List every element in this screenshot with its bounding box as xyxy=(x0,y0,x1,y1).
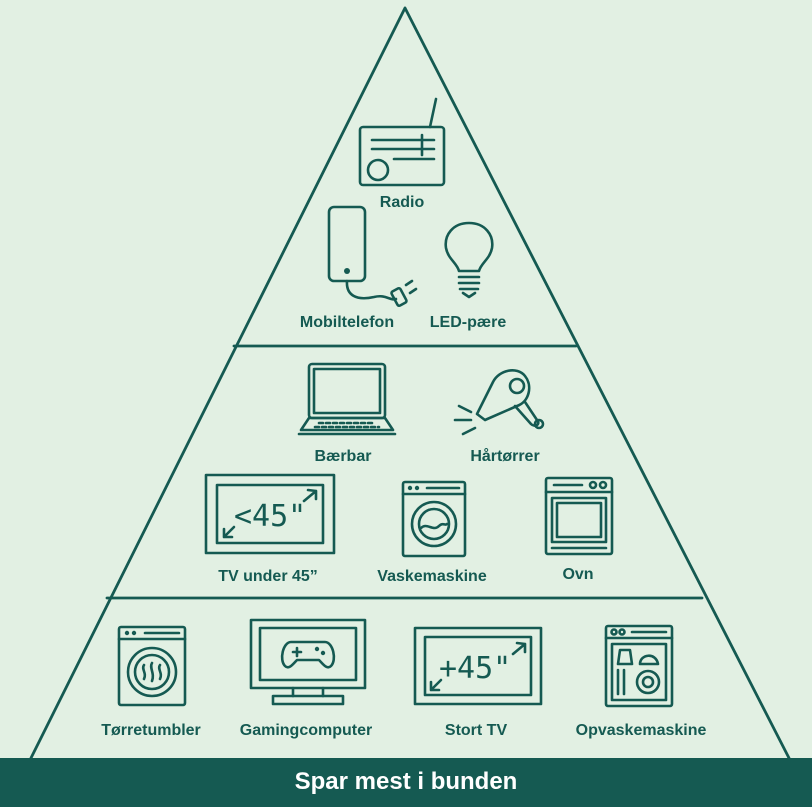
washing-machine-icon xyxy=(401,480,467,558)
bottom-banner: Spar mest i bunden xyxy=(0,758,812,807)
smartphone-charger-icon xyxy=(326,205,418,311)
item-label-tv-under-45: TV under 45” xyxy=(218,568,318,585)
laptop-icon xyxy=(297,360,397,444)
oven-icon xyxy=(544,476,614,556)
led-bulb-icon xyxy=(441,219,497,299)
item-label-mobiltelefon: Mobiltelefon xyxy=(299,314,395,331)
small-tv-icon: <45" xyxy=(204,473,336,555)
item-label-baerbar: Bærbar xyxy=(314,448,372,465)
item-label-gamingcomputer: Gamingcomputer xyxy=(239,722,373,739)
item-label-toerretumbler: Tørretumbler xyxy=(101,722,201,739)
item-label-radio: Radio xyxy=(379,194,425,211)
item-label-opvaskemaskine: Opvaskemaskine xyxy=(575,722,707,739)
item-label-vaskemaskine: Vaskemaskine xyxy=(377,568,487,585)
small-tv-screen-text: <45" xyxy=(234,499,306,534)
large-tv-screen-text: +45" xyxy=(439,651,511,686)
item-label-led-paere: LED-pære xyxy=(429,314,507,331)
item-label-ovn: Ovn xyxy=(562,566,594,583)
banner-text: Spar mest i bunden xyxy=(294,768,518,795)
item-label-haartoerrer: Hårtørrer xyxy=(470,448,540,465)
dishwasher-icon xyxy=(604,624,674,708)
item-label-stort-tv: Stort TV xyxy=(444,722,508,739)
tumble-dryer-icon xyxy=(117,625,187,707)
hair-dryer-icon xyxy=(445,362,549,442)
large-tv-icon: +45" xyxy=(413,626,543,706)
radio-icon xyxy=(356,97,448,189)
gaming-computer-icon xyxy=(249,618,367,710)
